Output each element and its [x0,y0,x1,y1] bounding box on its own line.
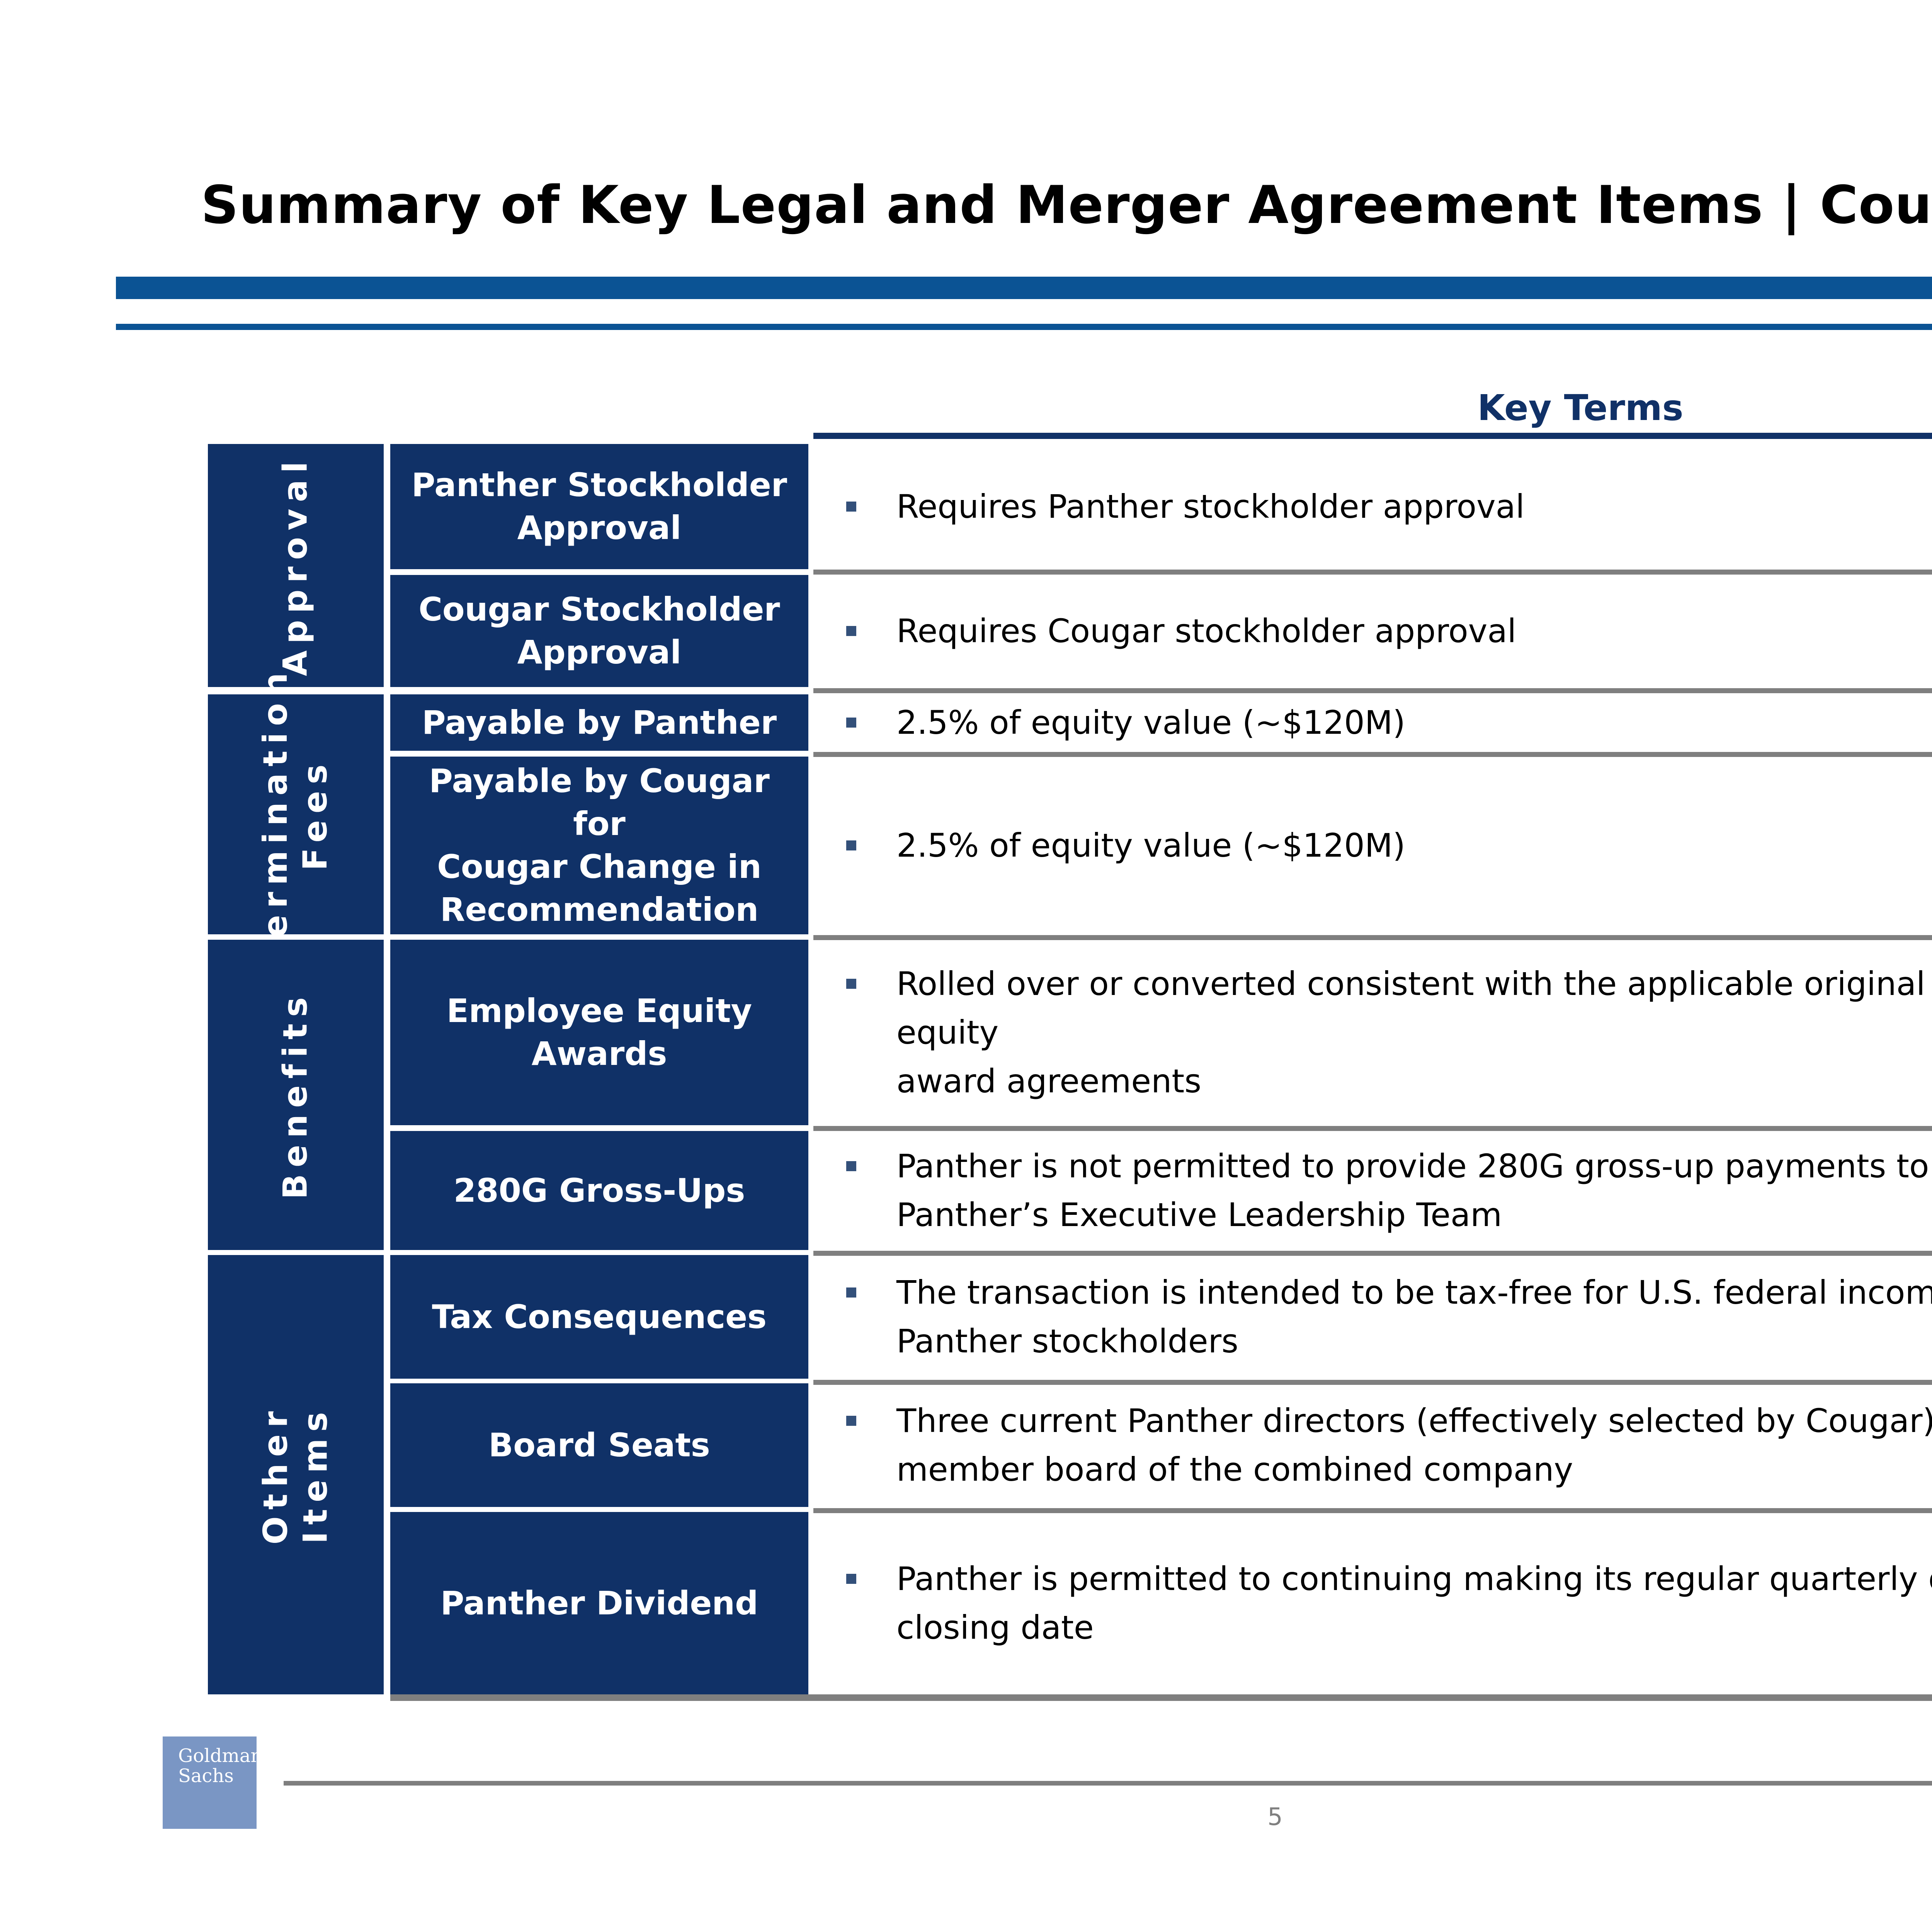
page-number: 5 [1267,1803,1283,1831]
key-term-text: 2.5% of equity value (~$120M) [896,704,1406,742]
group-approval-label: Approval [276,455,315,676]
group-other-items-label: Other Items [256,1405,335,1545]
row-header-tax-consequences: Tax Consequences [390,1255,808,1379]
row-separator [813,570,1932,575]
key-term-text: 2.5% of equity value (~$120M) [896,827,1406,864]
table-row: Panther is permitted to continuing makin… [813,1512,1932,1694]
row-separator [813,1251,1932,1256]
row-separator [813,1508,1932,1513]
table-row: Panther is not permitted to provide 280G… [813,1131,1932,1250]
key-term-text: Panther is not permitted to provide 280G… [896,1147,1929,1234]
title-rule-thin [116,324,1932,330]
key-term-text: Three current Panther directors (effecti… [896,1402,1932,1488]
group-benefits: Benefits [208,940,384,1250]
bullet-square-icon [846,1287,856,1298]
row-header-panther-stockholder-approval: Panther Stockholder Approval [390,444,808,569]
group-approval: Approval [208,444,384,687]
footer-rule [284,1781,1932,1786]
key-term-text: Rolled over or converted consistent with… [896,965,1925,1100]
bullet-square-icon [846,979,856,989]
table-row: 2.5% of equity value (~$120M) [813,757,1932,934]
key-term-text: Requires Panther stockholder approval [896,488,1525,526]
title-rule-thick [116,277,1932,299]
goldman-sachs-logo-line2: Sachs [178,1765,234,1787]
row-header-payable-by-panther: Payable by Panther [390,694,808,751]
goldman-sachs-logo-line1: Goldman [178,1745,263,1767]
row-header-cougar-stockholder-approval: Cougar Stockholder Approval [390,575,808,687]
key-terms-underline [813,433,1932,439]
bullet-square-icon [846,1161,856,1171]
group-termination-fees-label: Termination Fees [256,666,335,963]
group-other-items: Other Items [208,1255,384,1694]
table-row: Requires Cougar stockholder approval [813,575,1932,687]
group-benefits-label: Benefits [276,990,315,1199]
row-separator [813,1380,1932,1385]
bullet-square-icon [846,1416,856,1426]
bullet-square-icon [846,1574,856,1584]
row-header-board-seats: Board Seats [390,1383,808,1507]
key-term-text: The transaction is intended to be tax-fr… [896,1274,1932,1360]
key-term-text: Panther is permitted to continuing makin… [896,1560,1932,1646]
row-separator [813,1126,1932,1131]
table-row: Rolled over or converted consistent with… [813,940,1932,1125]
row-header-employee-equity-awards: Employee Equity Awards [390,940,808,1125]
row-separator [813,688,1932,693]
page-title: Summary of Key Legal and Merger Agreemen… [201,175,1932,235]
row-separator [813,752,1932,757]
table-row: The transaction is intended to be tax-fr… [813,1255,1932,1379]
key-term-text: Requires Cougar stockholder approval [896,612,1517,650]
bullet-square-icon [846,626,856,636]
bullet-square-icon [846,718,856,728]
group-termination-fees: Termination Fees [208,666,384,963]
key-terms-heading: Key Terms [1477,387,1684,429]
goldman-sachs-logo: Goldman Sachs [163,1736,263,1829]
table-row: 2.5% of equity value (~$120M) [813,694,1932,751]
table-bottom-rule [390,1694,1932,1701]
bullet-square-icon [846,840,856,850]
row-header-payable-by-cougar: Payable by Cougar for Cougar Change in R… [390,757,808,934]
bullet-square-icon [846,502,856,512]
table-row: Three current Panther directors (effecti… [813,1383,1932,1507]
row-header-panther-dividend: Panther Dividend [390,1512,808,1694]
row-separator [813,935,1932,940]
table-row: Requires Panther stockholder approval [813,444,1932,569]
row-header-280g-gross-ups: 280G Gross-Ups [390,1131,808,1250]
